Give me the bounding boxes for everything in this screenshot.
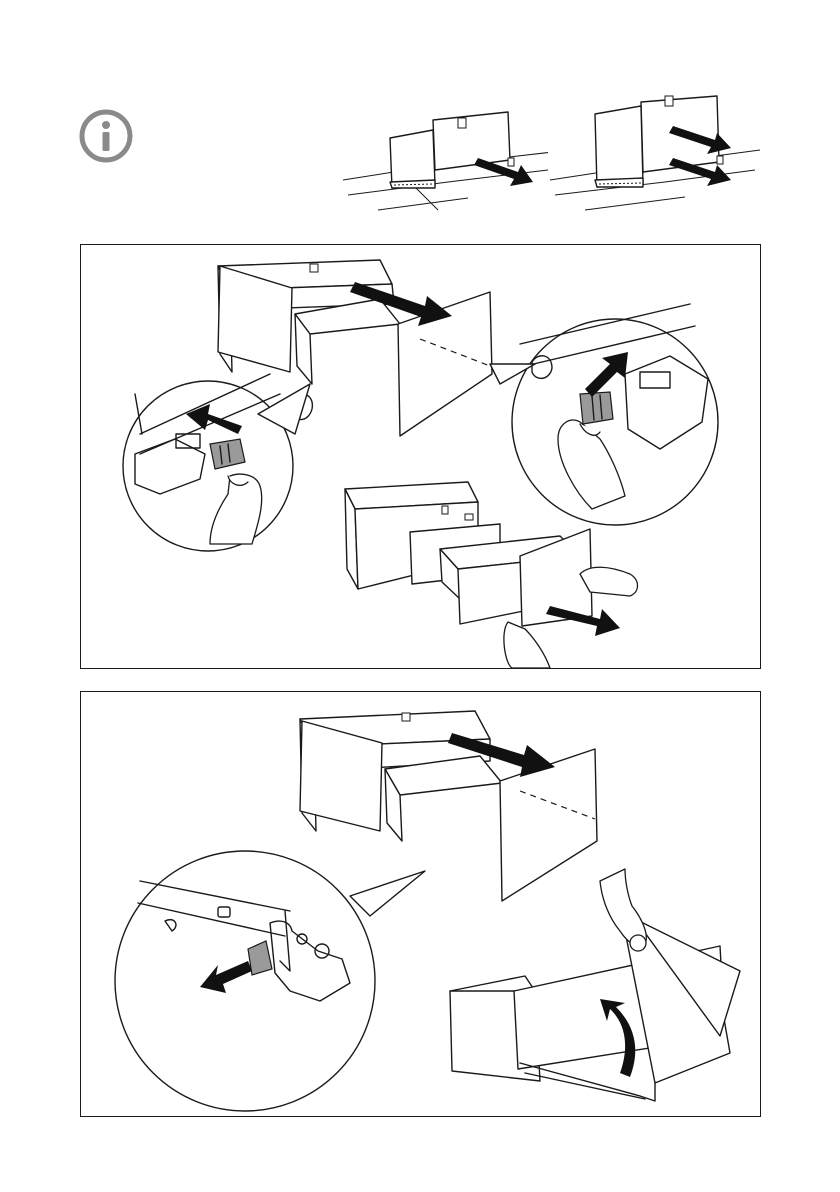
right-detail-circle: [490, 304, 718, 525]
cabinet-top-2: [300, 711, 597, 901]
panel-1-illustration: [80, 244, 761, 669]
cabinet-tilt: [450, 869, 740, 1101]
detail-circle-2: [115, 851, 425, 1111]
left-detail-circle: [123, 374, 312, 551]
tall-cabinet-illustration: [545, 92, 765, 220]
panel-2-illustration: [80, 691, 761, 1117]
low-cabinet-illustration: [338, 110, 548, 220]
info-icon: [78, 108, 134, 164]
